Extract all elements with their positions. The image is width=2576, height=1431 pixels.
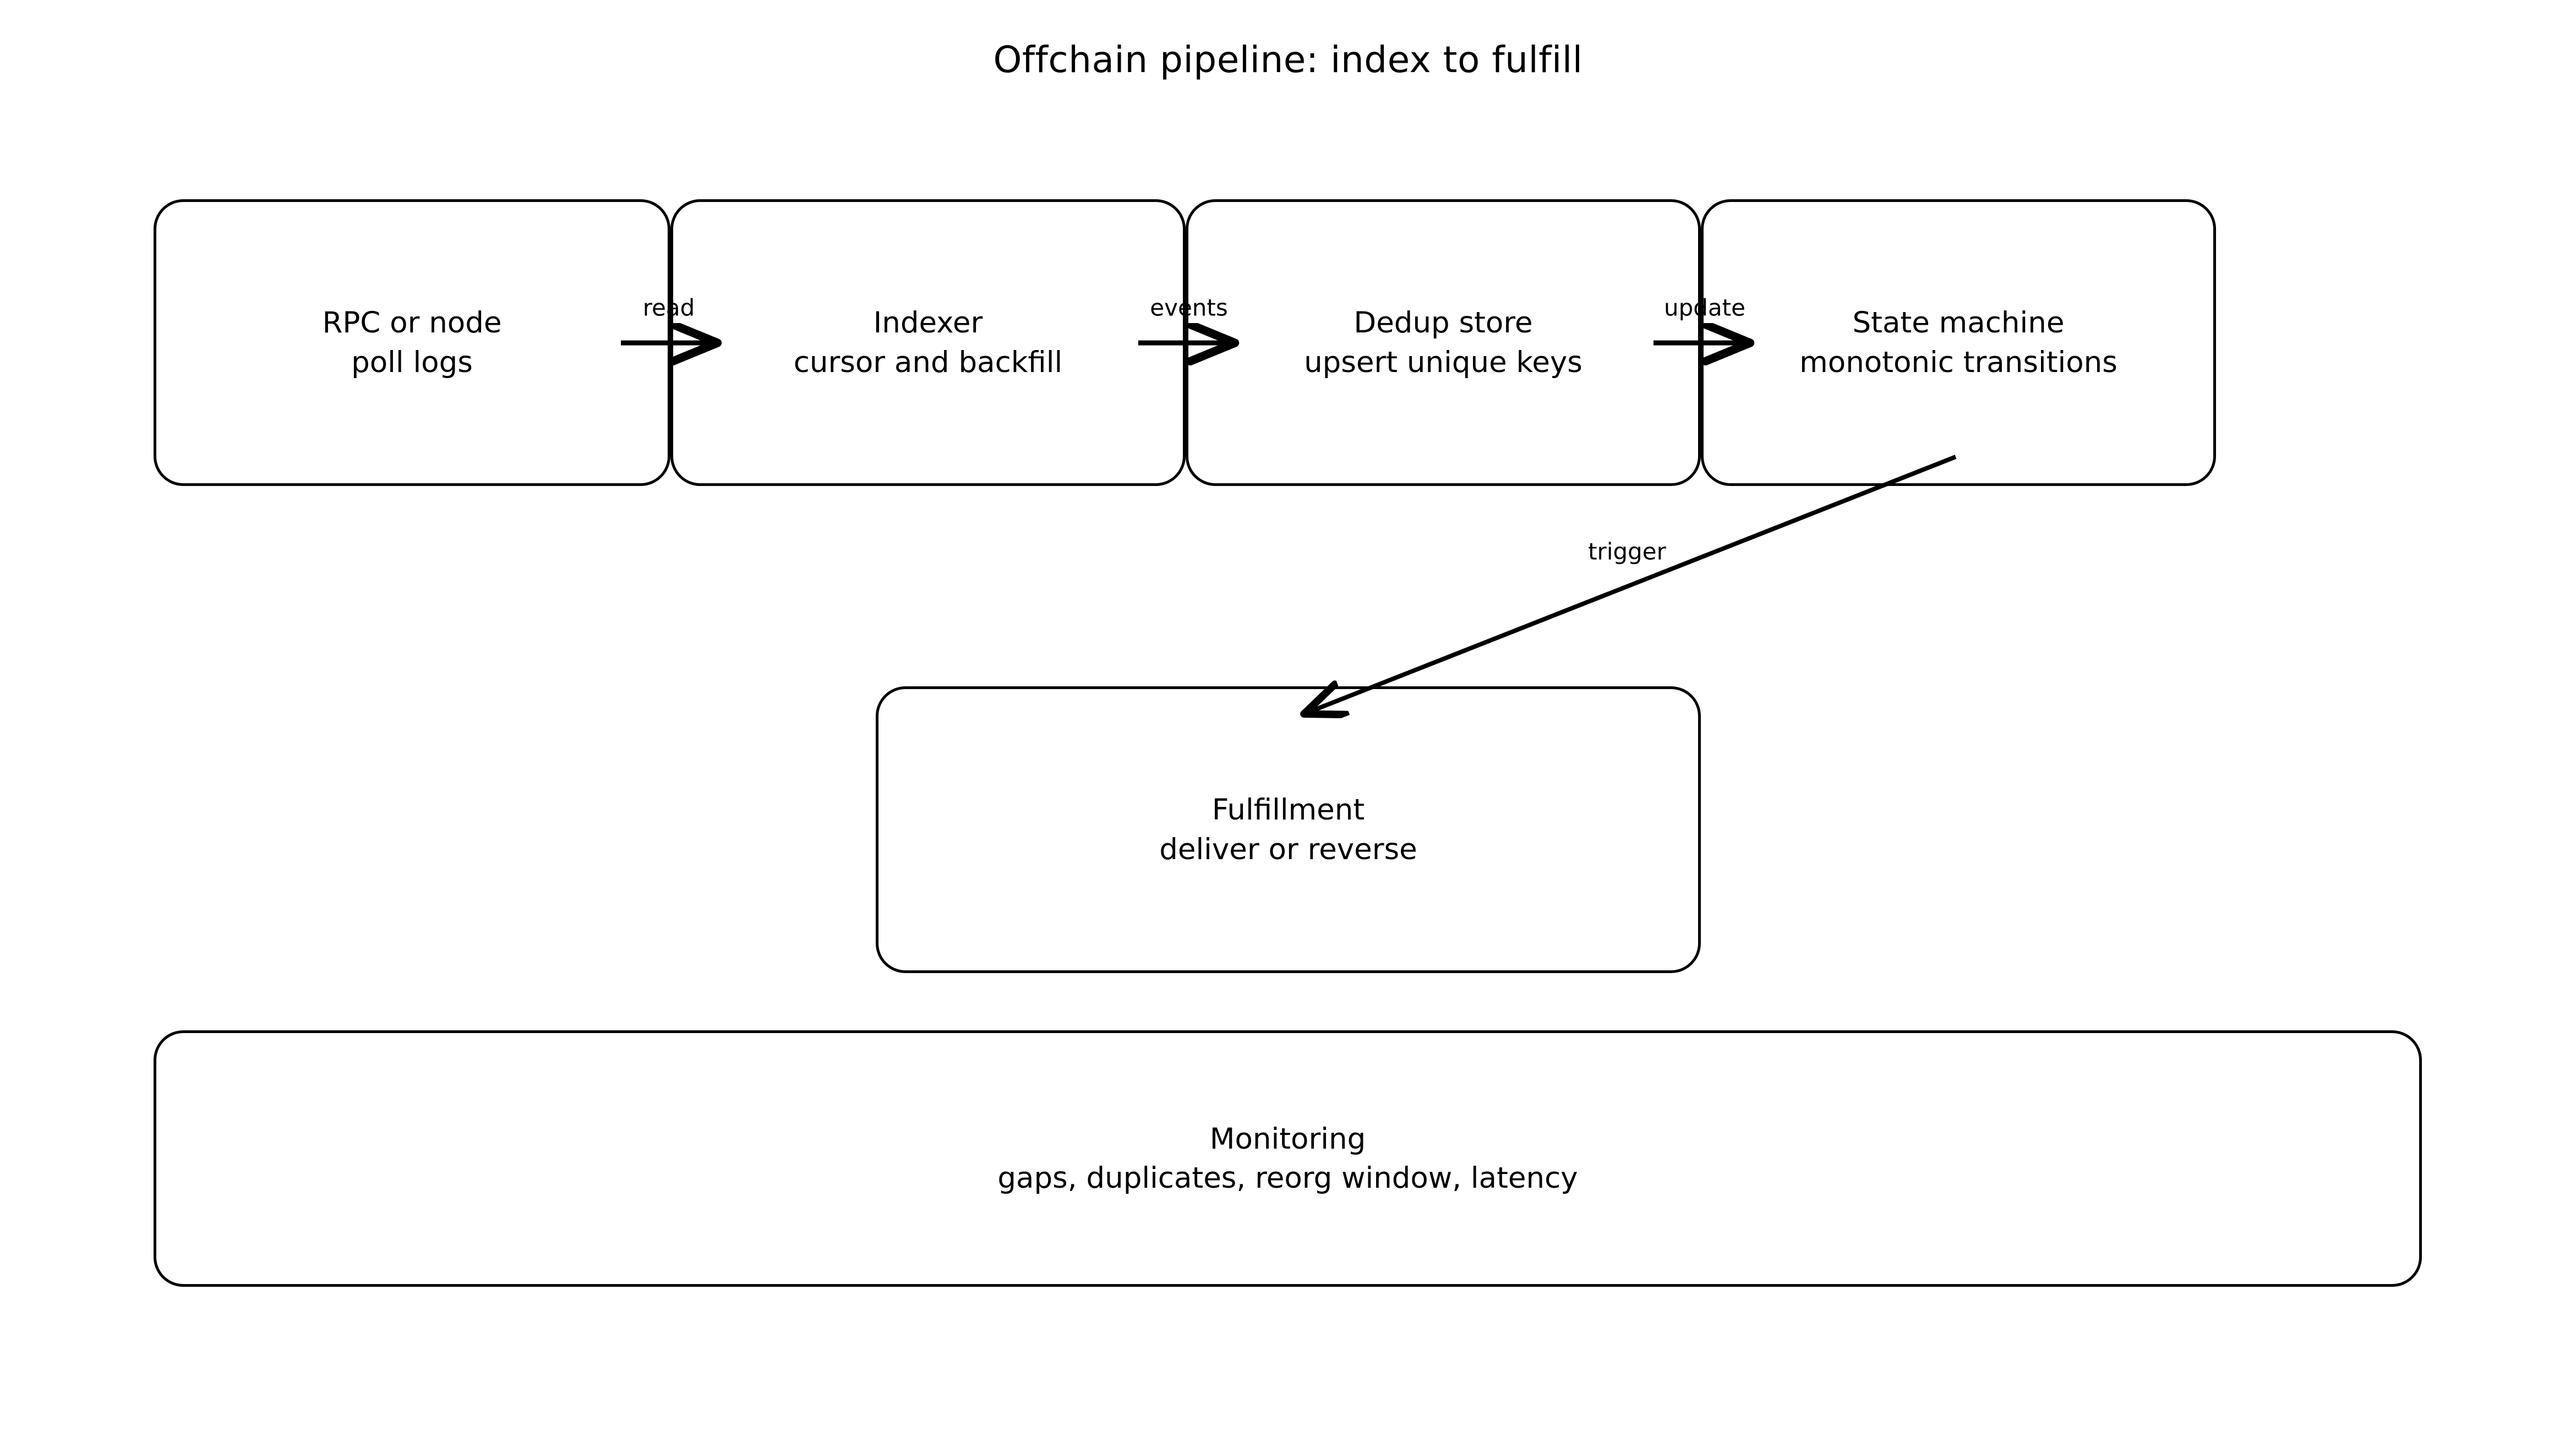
node-rpc-or-node-label: RPC or node poll logs [322,306,502,379]
node-dedup-store-label: Dedup store upsert unique keys [1304,306,1582,379]
node-dedup-store[interactable]: Dedup store upsert unique keys [1186,199,1701,486]
node-state-machine-label: State machine monotonic transitions [1799,306,2117,379]
edge-label-read: read [642,294,695,321]
node-monitoring[interactable]: Monitoring gaps, duplicates, reorg windo… [154,1030,2422,1287]
node-indexer-label: Indexer cursor and backfill [793,306,1063,379]
edge-label-update: update [1664,294,1745,321]
node-monitoring-label: Monitoring gaps, duplicates, reorg windo… [997,1122,1578,1195]
arrow-state-to-fulfillment [1306,455,1957,713]
edge-label-events: events [1150,294,1228,321]
node-fulfillment[interactable]: Fulfillment deliver or reverse [876,686,1701,973]
node-indexer[interactable]: Indexer cursor and backfill [670,199,1186,486]
edge-label-trigger: trigger [1588,538,1666,565]
page-title: Offchain pipeline: index to fulfill [993,39,1583,81]
node-fulfillment-label: Fulfillment deliver or reverse [1159,793,1417,866]
node-state-machine[interactable]: State machine monotonic transitions [1701,199,2216,486]
node-rpc-or-node[interactable]: RPC or node poll logs [154,199,670,486]
